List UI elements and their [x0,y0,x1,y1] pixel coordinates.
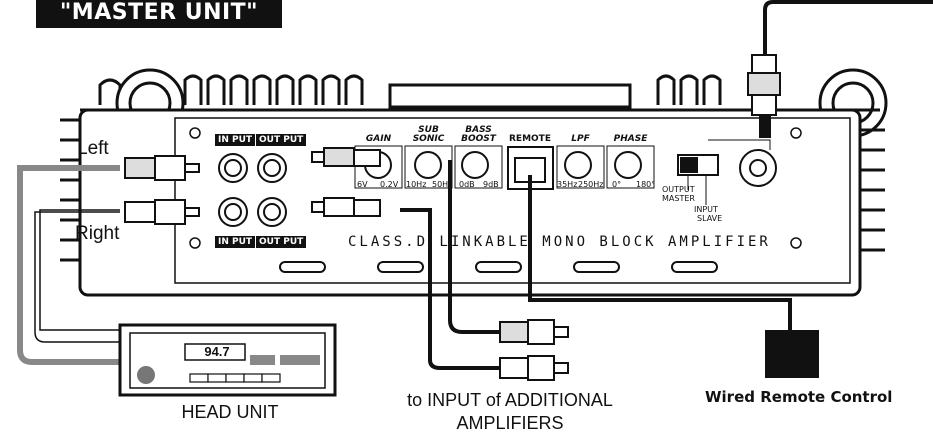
phase-max: 180° [636,180,656,189]
gain-max: 0.2V [380,180,399,189]
output-header-top: OUT PUT [256,134,307,146]
page-title: "MASTER UNIT" [36,0,282,28]
bassboost-label-1: BASS [465,125,492,135]
switch-output-label-1: OUTPUT [662,185,695,194]
head-unit-label: HEAD UNIT [181,402,279,422]
remote-label: REMOTE [509,134,551,144]
additional-amps-label-line1: to INPUT of ADDITIONAL [407,390,613,410]
head-unit [118,323,337,397]
left-label: Left [77,138,109,159]
signal-cables [400,160,792,370]
subsonic-label-2: SONIC [412,134,445,144]
right-label: Right [75,223,120,244]
input-header-top: IN PUT [215,134,256,146]
bassboost-max: 9dB [483,180,499,189]
lpf-min: 35Hz [557,180,578,189]
rca-plug-right [124,199,200,225]
model-name: CLASS.D LINKABLE MONO BLOCK AMPLIFIER [348,234,771,250]
switch-output-label-2: MASTER [662,194,695,203]
additional-amps-label-line2: AMPLIFIERS [456,413,564,433]
input-header-bottom: IN PUT [215,236,256,248]
switch-input-label-1: INPUT [694,205,718,214]
wired-remote-label: Wired Remote Control [705,388,893,406]
switch-input-label-2: SLAVE [697,214,723,223]
amplifier [60,68,888,297]
head-unit-display: 94.7 [204,344,230,359]
rca-plug-left [124,155,200,181]
wired-remote-box [765,330,819,378]
lpf-label: LPF [571,134,590,144]
lpf-max: 250Hz [578,180,604,189]
subsonic-max: 50H [432,180,449,189]
subsonic-min: 10Hz [406,180,427,189]
power-cable [763,0,933,55]
head-unit-cables [17,165,120,365]
bassboost-label-2: BOOST [461,134,496,144]
phase-min: 0° [612,180,622,189]
power-plug [747,54,781,138]
gain-min: 6V [357,180,368,189]
subsonic-label-1: SUB [418,125,439,135]
phase-label: PHASE [613,134,648,144]
bassboost-min: 0dB [459,180,475,189]
output-header-bottom: OUT PUT [256,236,307,248]
gain-label: GAIN [365,134,392,144]
